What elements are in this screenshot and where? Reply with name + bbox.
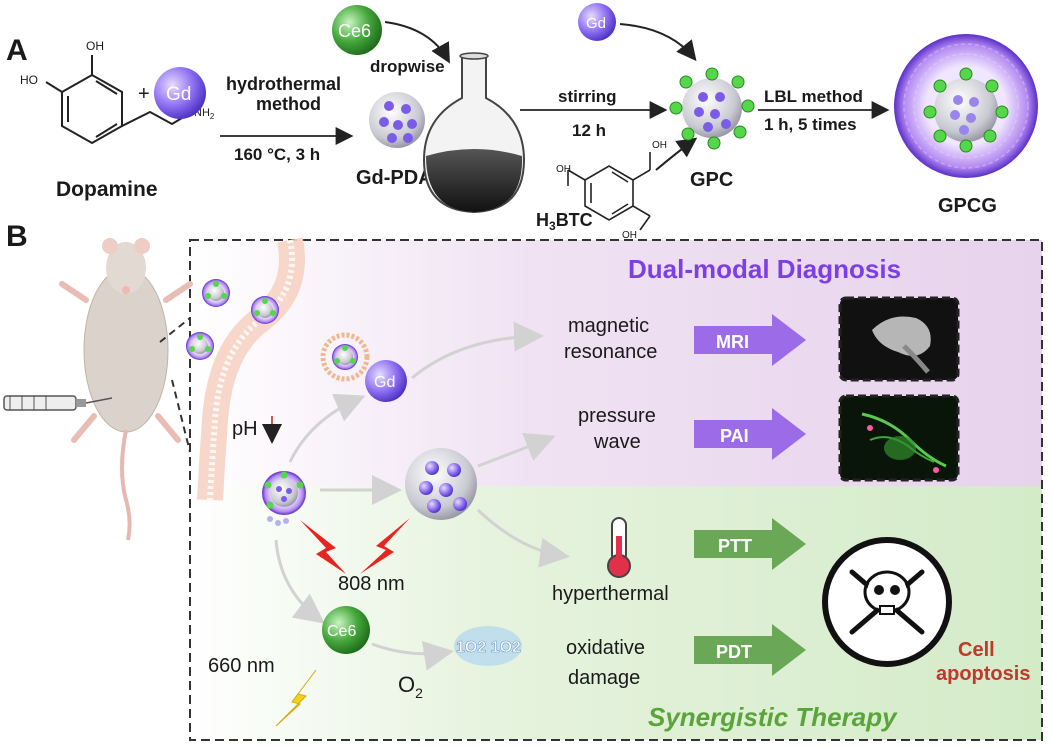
cell-membrane: [197, 237, 305, 501]
mri-label: MRI: [716, 332, 749, 352]
singlet-oxygen-glow: [454, 626, 522, 666]
method-label: method: [256, 94, 321, 114]
flow-arrows: [274, 321, 570, 671]
panel-b-label: B: [6, 220, 28, 253]
hydrothermal-label: hydrothermal: [226, 74, 341, 94]
flask: [422, 52, 526, 214]
zoom-line-2: [171, 379, 191, 453]
laser-660-bolt: [275, 669, 317, 727]
gd-label: Gd: [166, 84, 191, 105]
dopamine-oh-top: OH: [86, 39, 104, 53]
gpc-particle: [669, 67, 755, 150]
nm660-label: 660 nm: [208, 655, 275, 677]
btc-oh-3: OH: [622, 230, 637, 241]
gpcg-particle: [894, 34, 1038, 178]
dropwise-label: dropwise: [370, 57, 445, 76]
singlet-oxygen-label: 1O2 1O2: [456, 639, 521, 656]
temp-condition: 160 °C, 3 h: [234, 145, 320, 164]
btc-label: H3BTC: [536, 210, 593, 233]
pdt-label: PDT: [716, 642, 752, 662]
btc-oh-1: OH: [652, 140, 667, 151]
ce6-free-label: Ce6: [327, 623, 356, 640]
lbl-condition: 1 h, 5 times: [764, 115, 857, 134]
gd-ball-2: [578, 3, 616, 41]
zoom-line-1: [159, 317, 191, 343]
btc-structure: [567, 152, 651, 231]
gd-pda-particle: [369, 92, 425, 148]
pai-image: [838, 394, 960, 482]
gd-label-2: Gd: [586, 15, 606, 32]
thermometer-icon: [607, 517, 631, 578]
panel-a-label: A: [6, 34, 28, 67]
ptt-arrow: PTT: [694, 518, 806, 570]
arrow-btc: [655, 137, 698, 171]
mri-arrow: MRI: [694, 314, 806, 366]
mri-image: [838, 296, 960, 382]
ph-label: pH: [232, 418, 258, 440]
therapy-title: Synergistic Therapy: [648, 702, 898, 732]
arrow-ce6: [384, 21, 450, 64]
ce6-ball: [332, 5, 382, 55]
oxidative-text-1: oxidative: [566, 637, 645, 659]
pai-label: PAI: [720, 426, 749, 446]
gd-pda-core: [405, 448, 477, 520]
apoptosis-label: apoptosis: [936, 663, 1030, 685]
time-label: 12 h: [572, 121, 606, 140]
gpc-label: GPC: [690, 169, 733, 191]
dopamine-label: Dopamine: [56, 178, 158, 201]
pressure-text-1: pressure: [578, 405, 656, 427]
gd-ball: [154, 67, 206, 119]
endosome: [320, 332, 370, 382]
circulating-particles: [186, 279, 279, 360]
syringe: [3, 395, 113, 411]
lbl-label: LBL method: [764, 87, 863, 106]
gd-ion: [365, 360, 407, 402]
gpcg-label: GPCG: [938, 195, 997, 217]
degrading-particle: [262, 471, 306, 526]
dashed-frame: [189, 239, 1043, 741]
gd-pda-label: Gd-PDA: [356, 167, 433, 189]
ce6-label: Ce6: [338, 21, 371, 41]
ce6-free: [322, 606, 370, 654]
arrow-gd2: [619, 23, 697, 62]
gd-ion-label: Gd: [374, 374, 395, 391]
plus-sign: +: [138, 83, 150, 105]
pai-arrow: PAI: [694, 408, 806, 460]
skull-icon: [822, 537, 952, 667]
pdt-arrow: PDT: [694, 624, 806, 676]
dopamine-structure: [45, 55, 193, 145]
cell-label: Cell: [958, 639, 995, 661]
hyperthermal-text: hyperthermal: [552, 583, 669, 605]
ptt-label: PTT: [718, 536, 752, 556]
pressure-text-2: wave: [593, 431, 641, 453]
dopamine-oh-left: HO: [20, 73, 38, 87]
o2-label: O2: [398, 672, 423, 701]
stirring-label: stirring: [558, 87, 617, 106]
diagnosis-title: Dual-modal Diagnosis: [628, 254, 901, 284]
nm808-label: 808 nm: [338, 573, 405, 595]
magnetic-text-2: resonance: [564, 341, 657, 363]
btc-oh-2: OH: [556, 164, 571, 175]
mouse: [59, 238, 193, 541]
oxidative-text-2: damage: [568, 667, 640, 689]
magnetic-text-1: magnetic: [568, 315, 649, 337]
